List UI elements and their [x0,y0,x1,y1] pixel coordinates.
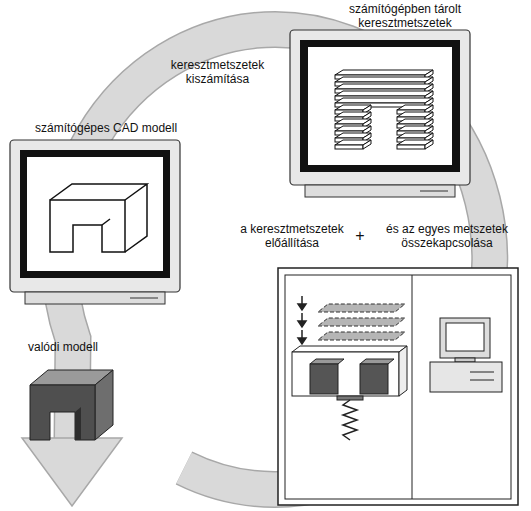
down-arrow [301,330,303,338]
monitor-stand [25,292,165,304]
drive-slot [470,380,494,381]
caption-label: számítógépes CAD modell [35,121,210,135]
caption-label: + [352,226,368,245]
part-block-top [360,359,394,364]
caption-label: a keresztmetszetek előállítása [232,222,352,251]
build-tray-top [292,346,407,352]
monitor-detail [420,191,448,192]
build-tray-side [399,346,407,396]
layer-sheet [318,304,405,312]
computer-monitor [440,318,490,358]
monitor-body [290,30,470,185]
monitor-bezel [300,40,460,172]
part-block [310,364,338,394]
monitor-screen [308,47,452,165]
monitor-body [10,140,180,292]
down-arrow-head [298,338,306,344]
down-arrows [298,296,306,344]
down-arrow [301,313,303,321]
cad-wireframe [50,184,147,252]
machine-divider [412,275,413,499]
model-notch [75,407,81,440]
monitor-stand [305,185,455,197]
machine-housing [278,268,518,505]
cross-section-stack [335,70,433,149]
computer-case [430,362,502,392]
cad-depth-edges [50,184,147,252]
cross-section [335,140,371,149]
piston-spring [343,400,357,440]
down-arrow-head [298,321,306,327]
cross-section [397,140,433,149]
caption-label: valódi modell [28,340,138,354]
part-block [360,364,388,394]
computer-screen [446,323,484,351]
caption-label: és az egyes metszetek összekapcsolása [372,222,522,251]
monitor-screen [27,157,163,271]
layer-sheet [318,318,405,326]
cycle-arrowhead [22,438,122,506]
part-block-top [310,359,344,364]
drive-slot [470,372,494,373]
monitor-detail [130,298,158,299]
down-arrow [301,296,303,304]
cad-front-face [50,200,125,252]
real-model [30,370,113,440]
down-arrow-head [298,304,306,310]
computer-stand [455,358,475,362]
layer-sheet [318,332,405,340]
model-side [95,370,113,440]
model-front [30,385,95,440]
caption-label: számítógépben tárolt keresztmetszetek [338,2,472,31]
caption-label: keresztmetszetek kiszámítása [160,58,275,87]
build-tray [292,352,399,396]
piston-plate [337,396,363,400]
layer-sheets [318,304,405,340]
machine-frame [285,275,511,499]
monitor-bezel [20,150,170,278]
